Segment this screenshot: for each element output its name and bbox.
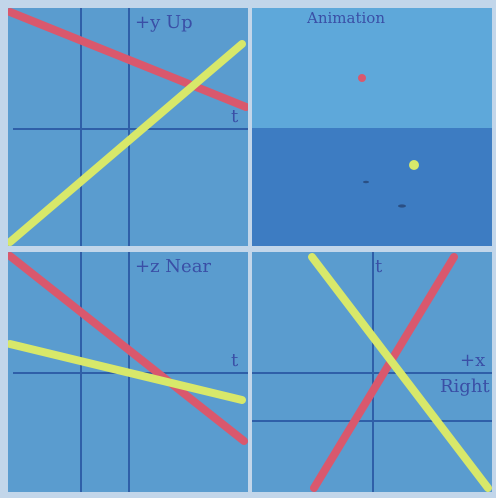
- t-x-plot: [252, 252, 492, 492]
- red-worldline: [310, 253, 458, 492]
- red-worldline: [8, 252, 248, 445]
- panel-t-vs-x: t +x Right: [252, 252, 492, 492]
- animation-title: Animation: [307, 9, 385, 27]
- yellow-worldline: [308, 253, 492, 492]
- t-axis-label: t: [375, 256, 383, 277]
- yellow-ball: [409, 160, 419, 170]
- yellow-ball-shadow: [398, 204, 406, 208]
- z-axis-label: +z Near: [135, 256, 212, 277]
- ground-plane: [252, 128, 492, 246]
- panel-z-vs-t: +z Near t: [8, 252, 248, 492]
- red-ball: [358, 74, 366, 82]
- x-axis-label: +x: [460, 350, 486, 371]
- animation-scene: [358, 74, 419, 208]
- x-axis-direction-label: Right: [440, 376, 490, 397]
- yellow-worldline: [8, 40, 246, 246]
- red-ball-shadow: [363, 180, 369, 184]
- red-worldline: [8, 8, 248, 111]
- panel-y-vs-t: +y Up t: [8, 8, 248, 246]
- t-axis-label: t: [231, 106, 239, 127]
- y-axis-label: +y Up: [135, 12, 193, 33]
- t-axis-label: t: [231, 350, 239, 371]
- panel-animation: Animation: [252, 8, 492, 246]
- yellow-worldline: [8, 340, 246, 404]
- z-t-plot: [8, 252, 248, 492]
- y-t-plot: [8, 8, 248, 246]
